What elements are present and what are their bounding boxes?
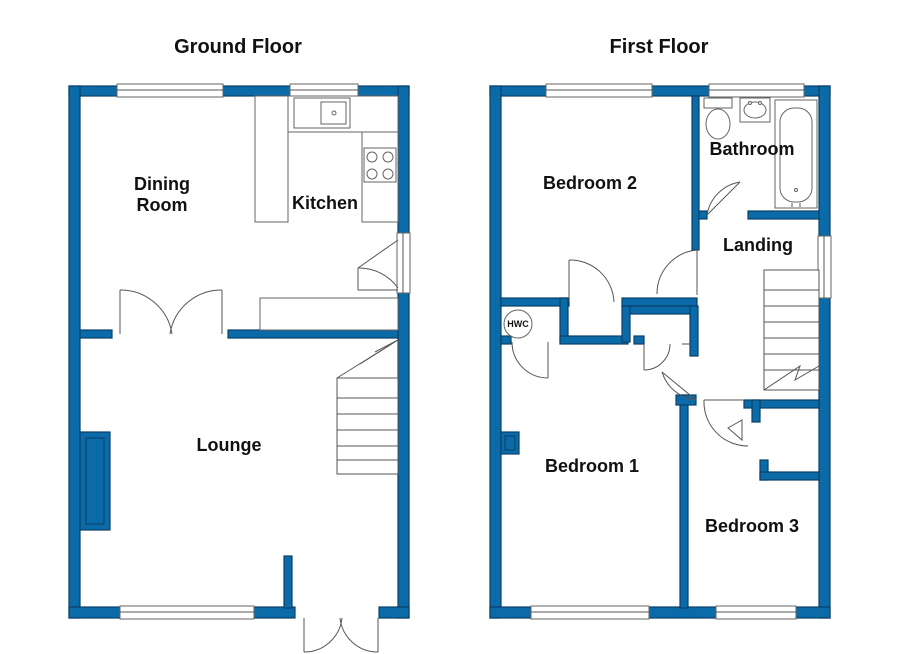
ground-side-door bbox=[357, 239, 399, 291]
ground-left-wall bbox=[68, 85, 81, 619]
landing-label: Landing bbox=[723, 235, 793, 255]
bedroom1-door bbox=[661, 371, 697, 401]
first-bottom-wall bbox=[489, 606, 831, 619]
ground-entrance-stub bbox=[283, 555, 293, 609]
cupboard-wall-4 bbox=[629, 305, 691, 315]
bedroom3-cupboard-wall-1 bbox=[751, 399, 761, 423]
bathroom-left-wall bbox=[691, 95, 700, 251]
ground-internal-wall-left bbox=[79, 329, 113, 339]
bedroom3-door bbox=[703, 399, 749, 447]
hwc-wall bbox=[500, 335, 512, 345]
kitchen-label: Kitchen bbox=[292, 193, 358, 213]
lounge-label: Lounge bbox=[197, 435, 262, 455]
ground-right-wall bbox=[397, 85, 410, 619]
bathroom-bath bbox=[774, 99, 818, 209]
dining-room-label-2: Room bbox=[137, 195, 188, 215]
cupboard-wall-3 bbox=[621, 305, 631, 343]
cupboard-wall-2 bbox=[559, 335, 629, 345]
hwc-door bbox=[511, 341, 549, 379]
first-floor-title: First Floor bbox=[610, 36, 709, 58]
first-floor-plan: First Floor bbox=[489, 36, 832, 620]
bathroom-basin bbox=[739, 97, 771, 123]
bedroom3-label: Bedroom 3 bbox=[705, 516, 799, 536]
ground-floor-plan: Ground Floor bbox=[68, 36, 411, 653]
first-left-wall bbox=[489, 85, 502, 619]
first-staircase bbox=[763, 269, 820, 391]
lounge-fireplace bbox=[79, 431, 111, 531]
bedroom3-top-wall-right bbox=[743, 399, 820, 409]
dining-room-label-1: Dining bbox=[134, 174, 190, 194]
ground-staircase bbox=[336, 339, 399, 475]
ground-floor-title: Ground Floor bbox=[174, 36, 302, 58]
bathroom-door bbox=[706, 181, 741, 216]
bedroom2-label: Bedroom 2 bbox=[543, 173, 637, 193]
bathroom-bottom-wall bbox=[747, 210, 820, 220]
landing-door bbox=[656, 249, 698, 295]
ground-internal-wall-right bbox=[227, 329, 399, 339]
cupboard-wall-6 bbox=[633, 335, 645, 345]
kitchen-hob bbox=[363, 147, 397, 183]
cupboard-door bbox=[643, 343, 690, 371]
bedroom2-bottom-wall-left bbox=[500, 297, 570, 307]
bedroom2-bottom-wall-right bbox=[621, 297, 698, 307]
kitchen-worktop-left bbox=[254, 95, 289, 223]
cupboard-wall-5 bbox=[689, 305, 699, 357]
bedroom1-label: Bedroom 1 bbox=[545, 456, 639, 476]
bathroom-label: Bathroom bbox=[710, 139, 795, 159]
hwc-cylinder bbox=[503, 309, 533, 339]
cupboard-wall-1 bbox=[559, 297, 569, 343]
ground-front-doors bbox=[303, 617, 379, 653]
hwc-label: HWC bbox=[507, 319, 529, 329]
bedroom3-cupboard-wall-3 bbox=[759, 471, 820, 481]
bedroom2-door bbox=[568, 259, 615, 303]
first-right-wall bbox=[818, 85, 831, 619]
ground-bottom-wall-right bbox=[378, 606, 410, 619]
ground-double-doors bbox=[119, 289, 223, 335]
bedroom1-chimney bbox=[500, 431, 520, 455]
bathroom-door-stub bbox=[698, 210, 708, 220]
ground-utility-worktop bbox=[259, 297, 399, 331]
bedroom1-right-wall bbox=[679, 394, 689, 609]
bathroom-toilet bbox=[703, 97, 733, 140]
